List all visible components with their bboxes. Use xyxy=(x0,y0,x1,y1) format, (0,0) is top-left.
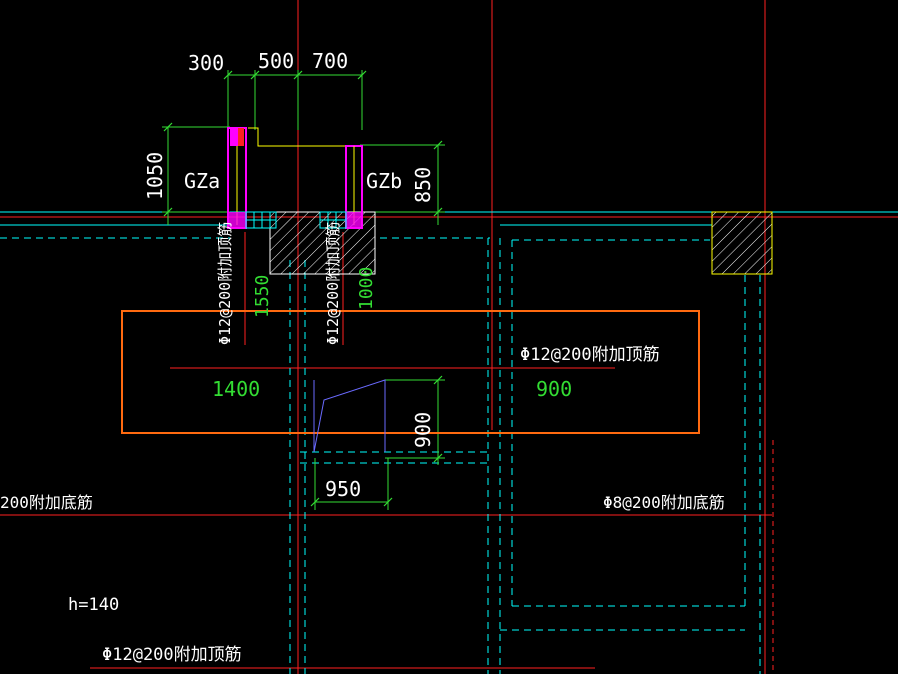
slab-thickness-label: h=140 xyxy=(68,595,119,615)
column-right[interactable] xyxy=(711,211,773,275)
highlight-box[interactable] xyxy=(121,310,700,434)
label-gza: GZa xyxy=(184,169,220,193)
dim-1050: 1050 xyxy=(143,152,167,200)
rebar-label-left-vertical: Φ12@200附加顶筋 xyxy=(216,222,234,345)
label-gzb: GZb xyxy=(366,169,402,193)
rebar-label-bottom-left: Φ12@200附加顶筋 xyxy=(102,645,242,665)
dim-900-horizontal: 900 xyxy=(536,377,572,401)
cyan-mesh-left xyxy=(245,211,277,229)
dimension-lines xyxy=(162,70,445,510)
blue-outline-shape xyxy=(313,379,386,453)
dim-900-vertical: 900 xyxy=(411,412,435,448)
dim-850: 850 xyxy=(411,167,435,203)
dim-950: 950 xyxy=(325,477,361,501)
dim-300: 300 xyxy=(188,51,224,75)
dim-1550: 1550 xyxy=(252,275,273,318)
dim-1000: 1000 xyxy=(356,267,377,310)
beam-dashed-lines xyxy=(0,237,761,674)
rebar-label-top-right: Φ12@200附加顶筋 xyxy=(520,345,660,365)
bottom-rebar-label-left: 200附加底筋 xyxy=(0,493,93,512)
dim-700: 700 xyxy=(312,49,348,73)
bottom-rebar-label-right: Φ8@200附加底筋 xyxy=(603,493,725,512)
gzb-column[interactable] xyxy=(345,145,363,229)
dim-500: 500 xyxy=(258,49,294,73)
dim-1400: 1400 xyxy=(212,377,260,401)
dimension-ticks xyxy=(163,70,443,507)
cyan-mesh-right xyxy=(319,211,347,229)
opening-outline xyxy=(248,127,355,147)
gza-column[interactable] xyxy=(227,127,247,229)
rebar-label-mid-vertical: Φ12@200附加顶筋 xyxy=(324,222,342,345)
